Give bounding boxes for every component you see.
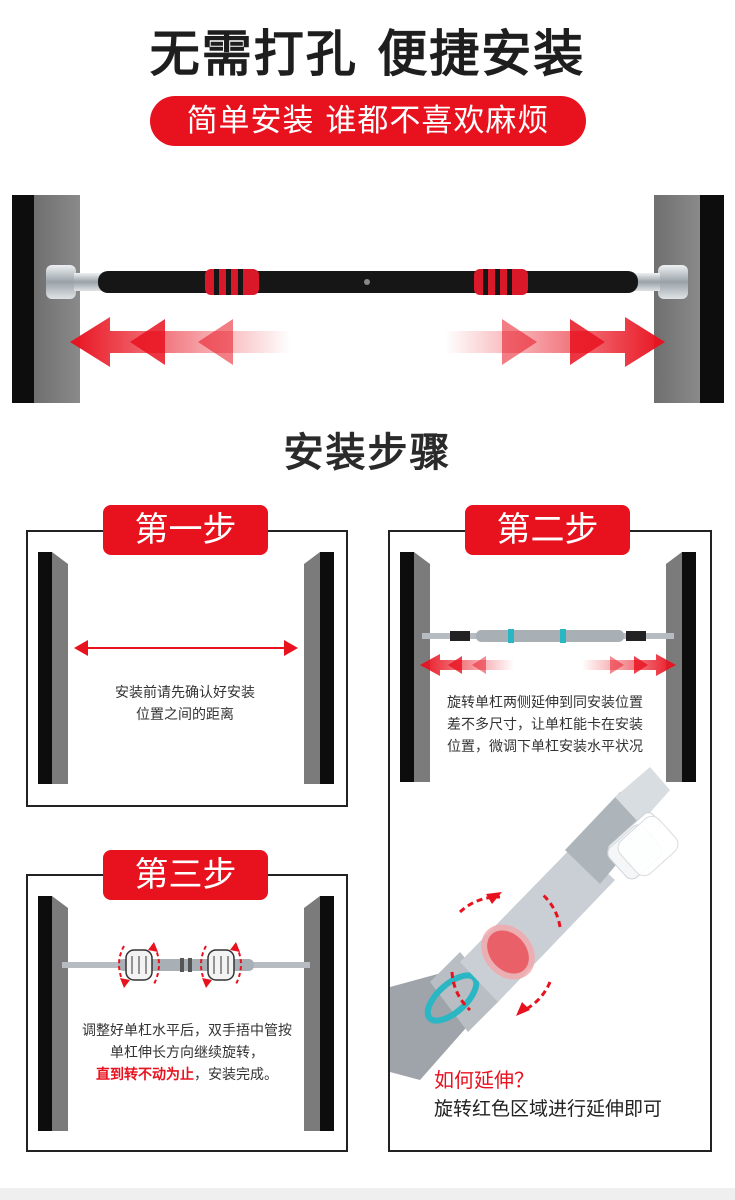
- pull-up-bar: [46, 265, 688, 299]
- step3-text-tail: ，安装完成。: [194, 1067, 278, 1083]
- step1-text-line1: 安装前请先确认好安装: [115, 685, 255, 701]
- step1-panel: [26, 530, 348, 807]
- bottom-divider: [0, 1188, 735, 1200]
- step2-badge: 第二步: [465, 505, 630, 555]
- step2-text-line2: 差不多尺寸，让单杠能卡在安装: [447, 717, 643, 733]
- step1-text-line2: 位置之间的距离: [136, 707, 234, 723]
- step2-question: 如何延伸？: [434, 1068, 534, 1092]
- step3-text-line3: 直到转不动为止，安装完成。: [62, 1064, 312, 1086]
- page-title: 无需打孔 便捷安装: [149, 25, 586, 83]
- step2-text-line3: 位置，微调下单杠安装水平状况: [447, 739, 643, 755]
- step1-illustration: [38, 552, 334, 784]
- step3-badge: 第三步: [103, 850, 268, 900]
- hero-illustration: [12, 195, 724, 403]
- left-fist-icon: [118, 942, 160, 988]
- step2-illustration: [390, 552, 696, 1080]
- step3-text-line2: 单杠伸长方向继续旋转，: [110, 1045, 264, 1061]
- step3-text-emphasis: 直到转不动为止: [96, 1067, 194, 1083]
- step3-text-line1: 调整好单杠水平后，双手捂中管按: [82, 1023, 292, 1039]
- right-fist-icon: [200, 942, 242, 988]
- arrow-right-group: [445, 317, 665, 367]
- step3-illustration: [38, 896, 334, 1131]
- telescoping-tube-closeup: [390, 767, 679, 1080]
- step2-text-line1: 旋转单杠两侧延伸到同安装位置: [447, 695, 643, 711]
- arrow-left-group: [70, 317, 290, 367]
- step3-description: 调整好单杠水平后，双手捂中管按 单杠伸长方向继续旋转， 直到转不动为止，安装完成…: [62, 1020, 312, 1086]
- section-title: 安装步骤: [283, 430, 452, 476]
- step1-description: 安装前请先确认好安装 位置之间的距离: [72, 682, 298, 726]
- step2-description: 旋转单杠两侧延伸到同安装位置 差不多尺寸，让单杠能卡在安装 位置，微调下单杠安装…: [447, 692, 677, 758]
- step3-panel: [26, 874, 348, 1152]
- step2-answer: 旋转红色区域进行延伸即可: [434, 1098, 663, 1120]
- step1-badge: 第一步: [103, 505, 268, 555]
- subtitle-badge: 简单安装 谁都不喜欢麻烦: [150, 96, 586, 146]
